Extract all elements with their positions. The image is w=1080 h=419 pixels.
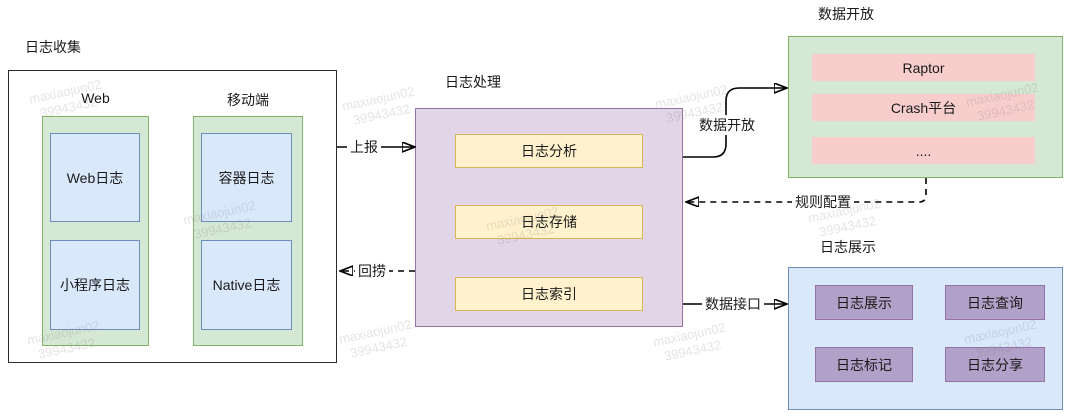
node-log-index: 日志索引 bbox=[455, 277, 643, 311]
node-more-dots: .... bbox=[812, 137, 1035, 164]
node-log-display: 日志展示 bbox=[815, 285, 913, 320]
node-log-analysis: 日志分析 bbox=[455, 134, 643, 168]
node-miniprogram-log: 小程序日志 bbox=[50, 240, 140, 330]
data-open-title: 数据开放 bbox=[818, 6, 874, 22]
edge-fetch-back-label: 回捞 bbox=[355, 261, 389, 281]
node-log-share: 日志分享 bbox=[945, 347, 1045, 382]
node-crash-platform: Crash平台 bbox=[812, 94, 1035, 121]
group-web-label: Web bbox=[81, 90, 110, 106]
edge-data-open-label: 数据开放 bbox=[696, 115, 758, 135]
group-mobile-label: 移动端 bbox=[227, 92, 269, 108]
node-log-query: 日志查询 bbox=[945, 285, 1045, 320]
edge-data-api-label: 数据接口 bbox=[702, 294, 764, 314]
node-raptor: Raptor bbox=[812, 54, 1035, 81]
node-log-mark: 日志标记 bbox=[815, 347, 913, 382]
node-web-log: Web日志 bbox=[50, 133, 140, 222]
edge-rule-config-label: 规则配置 bbox=[792, 192, 854, 212]
node-native-log: Native日志 bbox=[201, 240, 292, 330]
edge-report-label: 上报 bbox=[347, 137, 381, 157]
node-container-log: 容器日志 bbox=[201, 133, 292, 222]
collection-title: 日志收集 bbox=[25, 39, 81, 55]
processing-title: 日志处理 bbox=[445, 74, 501, 90]
node-log-storage: 日志存储 bbox=[455, 205, 643, 239]
display-title: 日志展示 bbox=[820, 239, 876, 255]
